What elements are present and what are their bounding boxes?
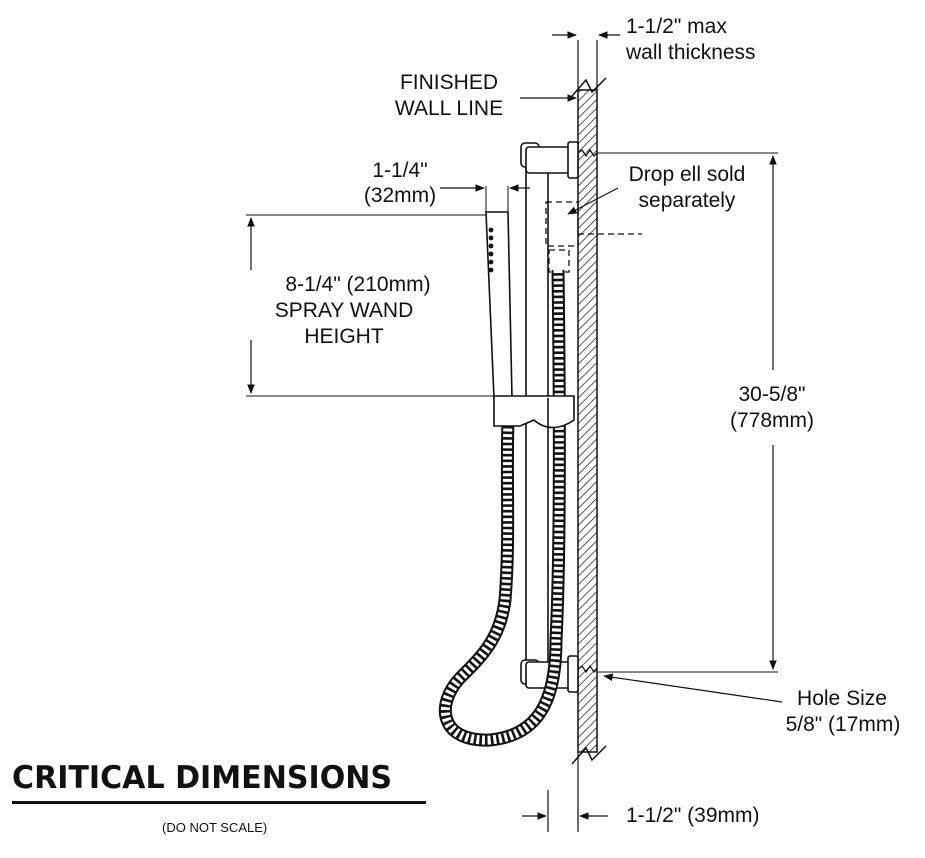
slider-holder	[493, 395, 575, 429]
wall-thickness-label-1: 1-1/2" max	[626, 15, 727, 38]
wand-height-dimension	[246, 214, 494, 397]
wand-width-dimension	[440, 184, 530, 212]
drop-ell-leader	[567, 187, 619, 215]
drop-ell-label-2: separately	[638, 189, 736, 212]
mounting-screws	[577, 148, 598, 674]
hole-size-leader	[603, 673, 783, 703]
wand-height-label-1: 8-1/4" (210mm)	[285, 273, 431, 296]
wand-width-label-2: (32mm)	[363, 184, 437, 207]
offset-dimension	[522, 790, 608, 832]
finished-wall-label-2: WALL LINE	[394, 97, 504, 120]
wand-height-label-3: HEIGHT	[304, 325, 384, 348]
drop-ell-label-1: Drop ell sold	[628, 163, 746, 186]
wall-thickness-label-2: wall thickness	[626, 41, 756, 64]
hole-size-label-2: 5/8" (17mm)	[785, 713, 901, 736]
hole-size-label-1: Hole Size	[797, 687, 887, 710]
wand-width-label-1: 1-1/4"	[372, 159, 428, 182]
wall	[571, 40, 607, 832]
offset-dimension-label: 1-1/2" (39mm)	[626, 804, 760, 827]
bar-length-label-2: (778mm)	[729, 409, 814, 432]
wand-height-label-2: SPRAY WAND	[274, 299, 414, 322]
hose	[438, 269, 566, 747]
finished-wall-label-1: FINISHED	[399, 71, 498, 94]
bar-length-label-1: 30-5/8"	[738, 383, 806, 406]
title-underline	[12, 801, 426, 804]
diagram-title: CRITICAL DIMENSIONS	[12, 760, 393, 796]
scale-note: (DO NOT SCALE)	[162, 820, 268, 835]
bar-length-dimension	[597, 152, 778, 673]
spray-wand	[485, 211, 513, 399]
